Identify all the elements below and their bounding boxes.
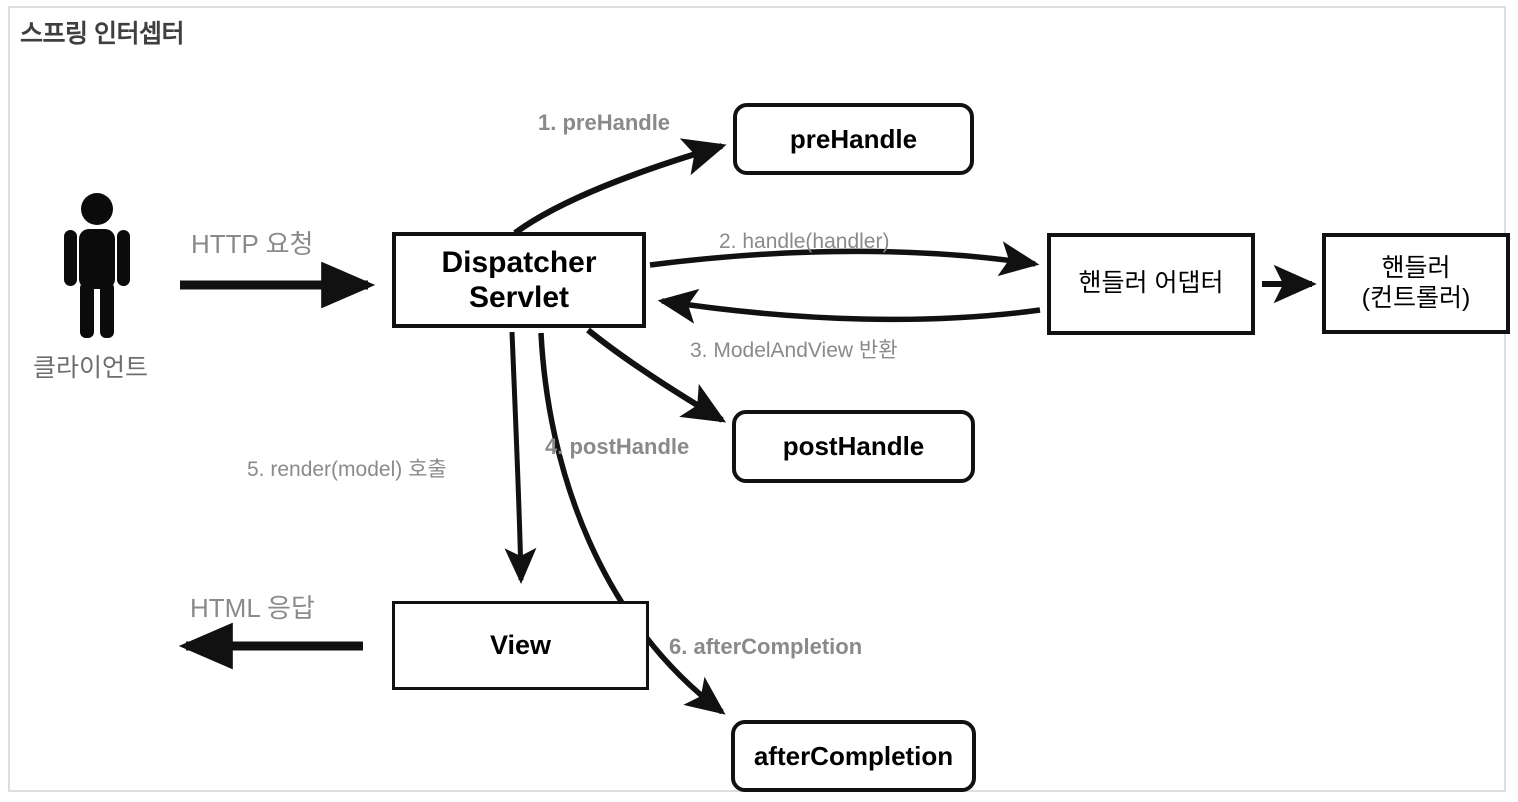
node-posthandle[interactable]: postHandle	[732, 410, 975, 483]
edge-label-1-prehandle: 1. preHandle	[538, 110, 671, 135]
node-view[interactable]: View	[392, 601, 649, 690]
node-handler-adapter-label: 핸들러 어댑터	[1078, 269, 1224, 298]
person-icon	[64, 193, 130, 338]
node-dispatcher-servlet-label: Dispatcher Servlet	[441, 245, 597, 314]
node-aftercompletion-label: afterCompletion	[753, 740, 954, 771]
node-handler-adapter[interactable]: 핸들러 어댑터	[1047, 233, 1255, 335]
node-posthandle-label: postHandle	[782, 431, 925, 462]
node-dispatcher-servlet[interactable]: Dispatcher Servlet	[392, 232, 646, 328]
page-title: 스프링 인터셉터	[20, 20, 184, 48]
node-prehandle[interactable]: preHandle	[733, 103, 974, 175]
node-aftercompletion[interactable]: afterCompletion	[731, 720, 976, 792]
node-view-label: View	[489, 629, 552, 660]
edge-label-6-aftercompletion: 6. afterCompletion	[669, 634, 863, 659]
node-handler-controller[interactable]: 핸들러 (컨트롤러)	[1322, 233, 1510, 334]
edge-label-2-handle: 2. handle(handler)	[719, 230, 890, 253]
edge-label-http-request: HTTP 요청	[191, 229, 314, 259]
node-prehandle-label: preHandle	[789, 123, 918, 154]
client-label: 클라이언트	[33, 354, 149, 382]
edge-label-http-response: HTML 응답	[190, 593, 315, 623]
edge-label-4-posthandle: 4. postHandle	[545, 434, 690, 459]
edge-label-5-render: 5. render(model) 호출	[247, 458, 447, 481]
node-handler-controller-label: 핸들러 (컨트롤러)	[1361, 254, 1471, 312]
edge-label-3-modelandview: 3. ModelAndView 반환	[690, 339, 898, 362]
